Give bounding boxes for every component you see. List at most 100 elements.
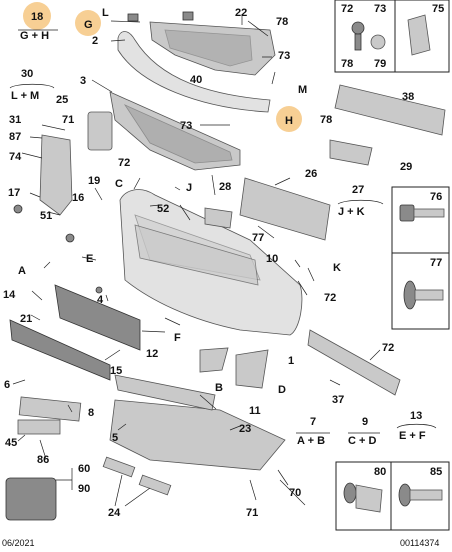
part-fog-trim-D [235,349,269,389]
callout-71b: 71 [246,507,258,519]
callout-D: D [278,384,286,396]
group-13-sub: E + F [399,430,426,442]
part-fog-trim-B [199,347,229,373]
callout-H-highlight [276,106,302,132]
callout-12: 12 [146,348,158,360]
part-grille [54,284,141,351]
callout-87: 87 [9,131,21,143]
part-bracket-29 [329,139,373,166]
part-lower-bumper-10 [134,224,259,286]
callout-L: L [102,7,109,19]
group-9: 9 [362,416,368,428]
callout-6: 6 [4,379,10,391]
callout-19: 19 [88,175,100,187]
callout-52: 52 [157,203,169,215]
inset-top-72: 72 [341,3,353,15]
group-30-sub: L + M [11,90,39,102]
callout-16: 16 [72,192,84,204]
callout-28: 28 [219,181,231,193]
callout-77: 77 [252,232,264,244]
callout-24: 24 [108,507,121,519]
callout-J: J [186,182,192,194]
callout-22: 22 [235,7,247,19]
group-13: 13 [410,410,422,422]
callout-4: 4 [97,294,104,306]
inset-bottom [335,461,450,531]
part-absorber-26 [239,177,331,241]
part-side-deflector [39,134,73,216]
callout-18-highlight [23,2,51,30]
group-9-sub: C + D [348,435,376,447]
callout-29: 29 [400,161,412,173]
callout-40: 40 [190,74,202,86]
callout-78a: 78 [276,16,288,28]
callout-14: 14 [3,289,16,301]
inset-bottom-85: 85 [430,466,442,478]
callout-26: 26 [305,168,317,180]
push-clip-icon [343,482,383,513]
callout-90: 90 [78,483,90,495]
callout-31: 31 [9,114,21,126]
callout-25: 25 [56,94,68,106]
pin-icon [398,483,443,507]
callout-86: 86 [37,454,49,466]
callout-71a: 71 [62,114,74,126]
part-impact-beam [307,329,401,396]
callout-45: 45 [5,437,17,449]
callout-70: 70 [289,487,301,499]
group-27: 27 [352,184,364,196]
inset-top-73: 73 [374,3,386,15]
callout-H: H [285,115,293,127]
callout-60: 60 [78,463,90,475]
rivet-icon [403,280,444,310]
callout-21: 21 [20,313,32,325]
part-lower-reinforcement [114,374,216,411]
callout-G: G [84,19,93,31]
group-7-sub: A + B [297,435,325,447]
part-bracket-28 [204,207,233,229]
callout-38: 38 [402,91,414,103]
callout-74: 74 [9,151,22,163]
callout-M: M [298,84,307,96]
callout-B: B [215,382,223,394]
callout-51: 51 [40,210,52,222]
callout-18-sub: G + H [20,30,49,42]
inset-right-76: 76 [430,191,442,203]
callout-11: 11 [249,405,261,417]
callout-37: 37 [332,394,344,406]
inset-top-79: 79 [374,58,386,70]
inset-bottom-80: 80 [374,466,386,478]
bolt-icon [399,204,445,222]
callout-F: F [174,332,181,344]
part-bracket-25 [87,111,113,151]
callout-72c: 72 [382,342,394,354]
callout-73a: 73 [278,50,290,62]
footer-date: 06/2021 [2,538,35,548]
callout-78b: 78 [320,114,332,126]
part-module-60 [5,477,57,521]
callout-A: A [18,265,26,277]
group-7: 7 [310,416,316,428]
callout-15: 15 [110,365,122,377]
part-upper-trim-strip [117,31,271,113]
callout-18: 18 [31,11,43,23]
part-front-beam-38 [334,84,446,136]
callout-17: 17 [8,187,20,199]
inset-top-75: 75 [432,3,444,15]
part-plate-86 [17,419,61,435]
callout-72b: 72 [324,292,336,304]
callout-8: 8 [88,407,94,419]
footer-ref: 00114374 [400,538,439,548]
part-cover-24b [138,474,172,496]
callout-G-highlight [75,10,101,36]
callout-72a: 72 [118,157,130,169]
part-upper-crossmember [149,21,276,76]
callout-K: K [333,262,341,274]
clip-icon [407,14,431,56]
callout-3: 3 [80,75,86,87]
part-upper-grille-frame [109,91,241,171]
callout-C: C [115,178,123,190]
callout-E: E [86,253,93,265]
